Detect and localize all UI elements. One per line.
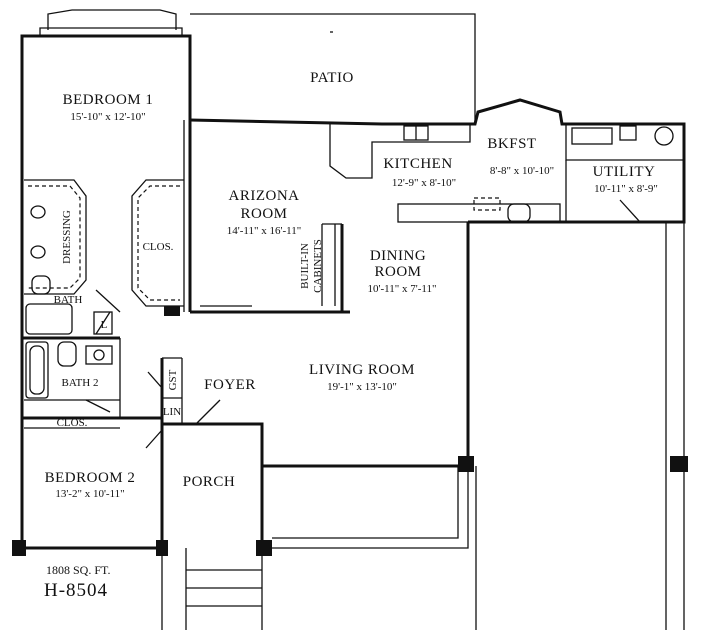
room-name-foyer: FOYER xyxy=(204,377,256,393)
bath2-fixtures xyxy=(25,341,113,399)
structural-posts xyxy=(12,306,688,556)
room-dims-dining: 10'-11" x 7'-11" xyxy=(368,283,437,295)
label-dressing: DRESSING xyxy=(61,210,73,264)
room-dims-bedroom-1: 15'-10" x 12'-10" xyxy=(70,111,145,123)
patio-area xyxy=(190,13,476,124)
room-name-bedroom-1: BEDROOM 1 xyxy=(63,92,154,108)
label-bath: BATH xyxy=(54,294,83,306)
label-gst: GST xyxy=(167,369,179,390)
room-name-bkfst: BKFST xyxy=(487,136,536,152)
bath1-fixtures xyxy=(25,275,73,335)
label-l: L xyxy=(101,319,108,331)
porch-walkway xyxy=(161,222,685,630)
room-dims-bkfst: 8'-8" x 10'-10" xyxy=(490,165,554,177)
plan-number: H-8504 xyxy=(44,580,108,601)
label-lin: LIN xyxy=(163,406,181,418)
room-name-arizona-line1: ARIZONA xyxy=(229,188,300,204)
label-bath-2: BATH 2 xyxy=(62,377,99,389)
room-dims-kitchen: 12'-9" x 8'-10" xyxy=(392,177,456,189)
label-closet-bedroom-2: CLOS. xyxy=(57,417,88,429)
room-name-dining-line2: ROOM xyxy=(374,264,421,280)
room-name-arizona-line2: ROOM xyxy=(240,206,287,222)
room-name-dining-line1: DINING xyxy=(370,248,426,264)
door-swings xyxy=(85,371,221,449)
room-dims-bedroom-2: 13'-2" x 10'-11" xyxy=(55,488,124,500)
interior-walls xyxy=(22,120,350,429)
room-name-living: LIVING ROOM xyxy=(309,362,415,378)
label-closet-bedroom-1: CLOS. xyxy=(143,241,174,253)
room-name-bedroom-2: BEDROOM 2 xyxy=(45,470,136,486)
room-dims-living: 19'-1" x 13'-10" xyxy=(327,381,397,393)
exterior-walls xyxy=(20,9,686,550)
kitchen-fixtures xyxy=(329,124,684,223)
label-builtin-line2: CABINETS xyxy=(312,239,324,293)
dressing-closet xyxy=(24,179,184,307)
room-dims-utility: 10'-11" x 8'-9" xyxy=(594,183,658,195)
room-name-patio: PATIO xyxy=(310,70,354,86)
label-builtin-line1: BUILT-IN xyxy=(299,243,311,289)
room-name-kitchen: KITCHEN xyxy=(383,156,452,172)
room-name-utility: UTILITY xyxy=(593,164,656,180)
room-name-porch: PORCH xyxy=(183,474,236,490)
plan-sqft: 1808 SQ. FT. xyxy=(46,563,110,577)
room-dims-arizona: 14'-11" x 16'-11" xyxy=(227,225,301,237)
